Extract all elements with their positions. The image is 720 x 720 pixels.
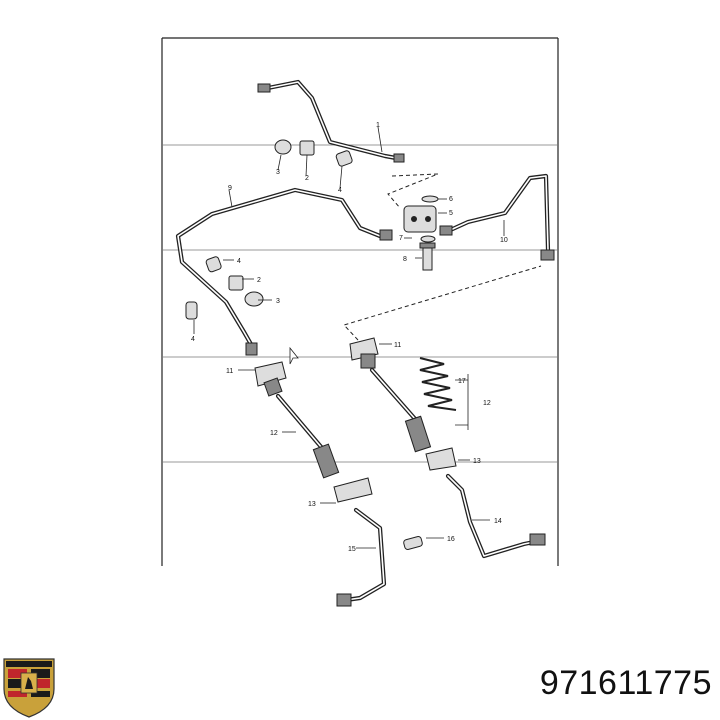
callout-15: 15 (348, 546, 356, 553)
callout-3: 3 (276, 169, 280, 176)
callout-3b: 3 (276, 298, 280, 305)
part-number: 971611775 (539, 664, 712, 702)
callout-4b: 4 (237, 258, 241, 265)
callout-8: 8 (403, 256, 407, 263)
small-parts-top (274, 139, 353, 167)
callout-9: 9 (228, 185, 232, 192)
small-parts-middle (185, 256, 264, 320)
arrow-pointer-icon (289, 346, 299, 365)
callout-14: 14 (494, 518, 502, 525)
distributor-block (403, 195, 439, 271)
brake-hose-12-left (254, 361, 373, 503)
callout-17: 17 (458, 378, 466, 385)
callout-2: 2 (305, 175, 309, 182)
callout-13b: 13 (473, 458, 481, 465)
callout-12: 12 (270, 430, 278, 437)
callout-12b: 12 (483, 400, 491, 407)
callout-6: 6 (449, 196, 453, 203)
callout-10: 10 (500, 237, 508, 244)
callout-1: 1 (376, 122, 380, 129)
callout-7: 7 (399, 235, 403, 242)
bleeder-16 (403, 536, 423, 550)
spring-17 (419, 357, 457, 411)
brake-pipe-10 (439, 173, 555, 261)
porsche-crest-icon (3, 658, 55, 718)
callout-4: 4 (338, 187, 342, 194)
callout-16: 16 (447, 536, 455, 543)
callout-5: 5 (449, 210, 453, 217)
callout-4c: 4 (191, 336, 195, 343)
brake-hose-12-right (343, 265, 542, 471)
callout-13: 13 (308, 501, 316, 508)
brake-pipe-14 (445, 473, 546, 559)
callout-2b: 2 (257, 277, 261, 284)
brake-pipe-15 (336, 507, 387, 607)
brake-pipe-1 (257, 79, 405, 163)
brake-pipe-9 (175, 187, 393, 356)
callout-11: 11 (226, 368, 233, 375)
callout-11b: 11 (394, 342, 401, 349)
